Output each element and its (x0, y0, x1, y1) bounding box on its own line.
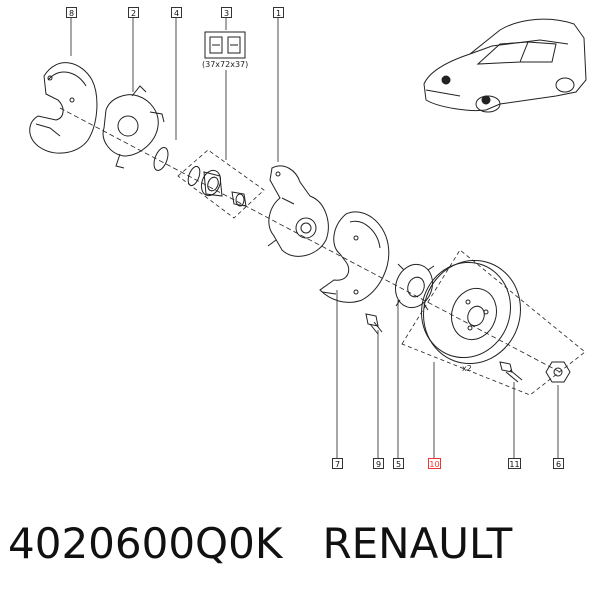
callout-8: 8 (66, 7, 77, 18)
callout-5: 5 (393, 458, 404, 469)
callout-3: 3 (221, 7, 232, 18)
part-number: 4020600Q0K (8, 519, 283, 568)
assembly-axis (59, 107, 561, 373)
steering-knuckle-upper (102, 85, 165, 169)
disc-kit-outline (401, 249, 586, 396)
callout-10-highlighted: 10 (428, 458, 441, 469)
callout-6: 6 (553, 458, 564, 469)
bearing-icon (204, 31, 246, 59)
brake-splash-shield-upper (29, 62, 98, 154)
brake-disc (421, 259, 521, 365)
callout-7: 7 (332, 458, 343, 469)
callout-1: 1 (273, 7, 284, 18)
exploded-parts-diagram (29, 18, 587, 458)
callout-11: 11 (508, 458, 521, 469)
bearing-kit-outline (177, 149, 265, 219)
disc-quantity-label: x2 (462, 364, 472, 373)
disc-screw (499, 361, 523, 383)
steering-knuckle-main (267, 165, 329, 257)
wheel-hub (394, 263, 435, 311)
snap-ring-left (153, 147, 169, 171)
callout-9: 9 (373, 458, 384, 469)
part-caption: 4020600Q0K RENAULT (8, 514, 512, 574)
brand-name: RENAULT (322, 519, 513, 568)
bearing-dimension-label: (37x72x37) (202, 60, 249, 69)
callout-4: 4 (171, 7, 182, 18)
wheel-bearing (187, 165, 247, 207)
car-thumbnail (423, 18, 587, 113)
hub-nut (545, 361, 571, 383)
brake-splash-shield-lower (319, 211, 390, 303)
callout-2: 2 (128, 7, 139, 18)
fixing-bolt (365, 313, 383, 335)
leader-lines (70, 18, 559, 458)
